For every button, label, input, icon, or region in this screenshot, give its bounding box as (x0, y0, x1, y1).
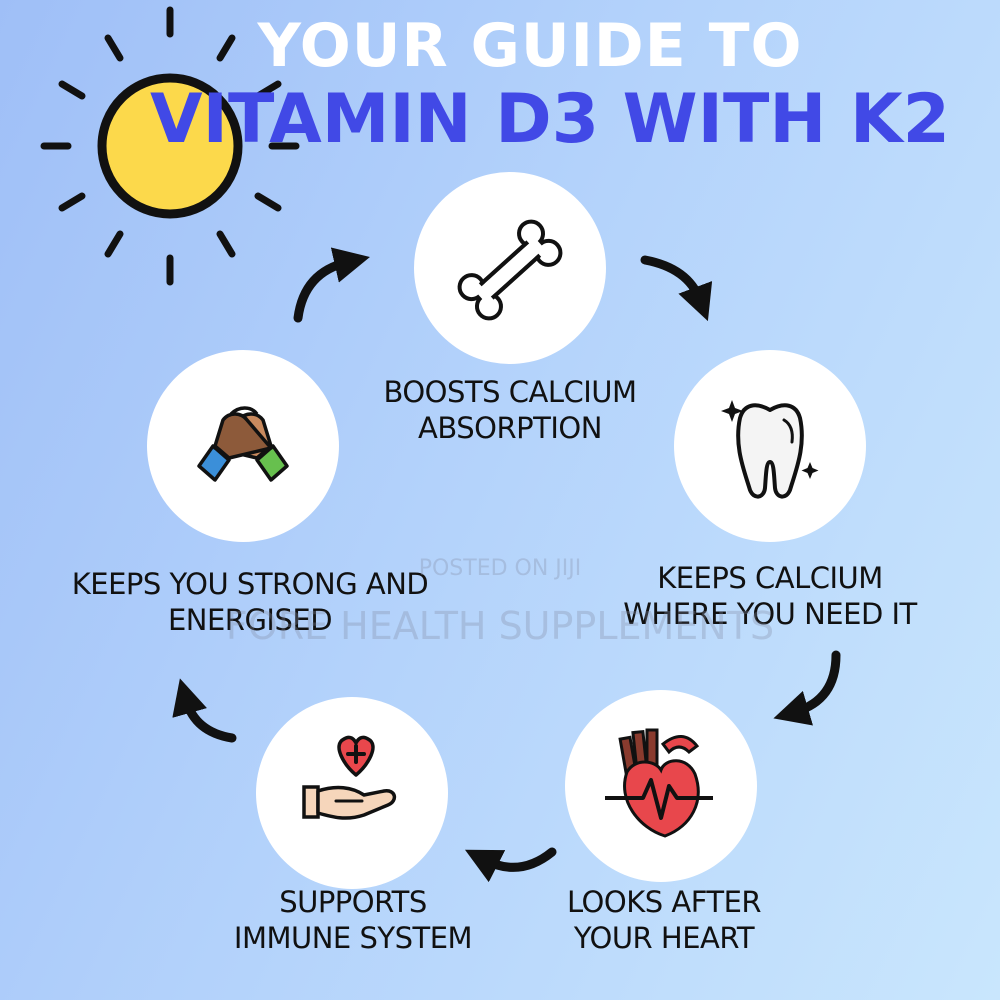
benefit-label-bone: BOOSTS CALCIUM ABSORPTION (383, 375, 637, 445)
arrow-tooth-to-heart (773, 650, 841, 726)
benefit-circle-bone (414, 172, 606, 364)
benefit-circle-heart (565, 690, 757, 882)
arrow-bone-to-tooth (640, 255, 713, 322)
benefit-label-heart: LOOKS AFTER YOUR HEART (566, 885, 762, 955)
benefit-label-tooth: KEEPS CALCIUM WHERE YOU NEED IT (623, 561, 917, 631)
title-line-2: VITAMIN D3 WITH K2 (150, 80, 950, 159)
benefit-label-strength: KEEPS YOU STRONG AND ENERGISED (71, 567, 429, 637)
title-line-1: YOUR GUIDE TO (257, 11, 803, 81)
heart-hand-icon (302, 735, 397, 820)
watermark-small: POSTED ON JIJI (418, 556, 582, 581)
watermark-large: FORE HEALTH SUPPLEMENTS (225, 604, 775, 648)
tooth-icon (721, 400, 819, 499)
benefit-circle-tooth (674, 350, 866, 542)
arrow-heart-to-immune (464, 847, 557, 883)
bone-icon (457, 219, 563, 321)
benefit-label-immune: SUPPORTS IMMUNE SYSTEM (233, 885, 473, 955)
heart-organ-icon (605, 728, 713, 838)
handshake-icon (197, 406, 289, 482)
arrow-strength-to-bone (293, 247, 370, 323)
sun-icon (40, 6, 300, 286)
arrow-immune-to-strength (172, 678, 237, 743)
benefit-circle-strength (147, 350, 339, 542)
benefit-circle-immune (256, 697, 448, 889)
